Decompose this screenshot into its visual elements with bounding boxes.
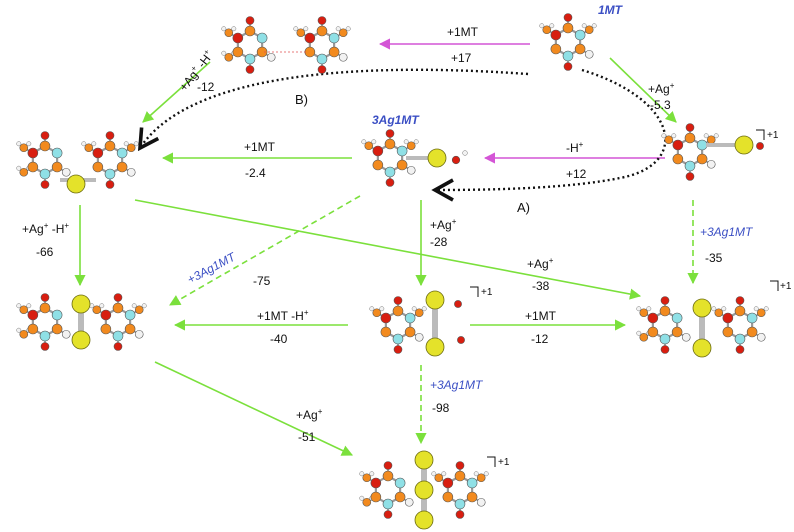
reagent-label: +1MT — [244, 140, 276, 154]
reagent-label: +3Ag1MT — [430, 378, 484, 392]
energy-label: +12 — [566, 167, 587, 181]
reagent-label: +Ag+ — [296, 407, 323, 422]
energy-label: +17 — [451, 51, 472, 65]
charge-bracket: +1 — [470, 286, 493, 298]
charge-markers: +1 +1 +1 +1 — [470, 129, 792, 468]
energy-label: -12 — [531, 332, 549, 346]
energy-label: -5.3 — [650, 98, 671, 112]
charge-bracket: +1 — [756, 129, 779, 141]
molecules — [16, 13, 769, 530]
species-label-1mt: 1MT — [598, 3, 624, 17]
molecule-mid-left — [16, 293, 147, 351]
reagent-label: +Ag+ — [648, 81, 675, 96]
energy-label: -38 — [532, 279, 550, 293]
molecule-dimer — [221, 16, 351, 74]
arrow-3ag-dashed-diagonal — [169, 195, 361, 306]
reagent-label: +Ag+ -H+ — [22, 221, 69, 236]
svg-text:+1: +1 — [498, 457, 510, 468]
molecule-ag-complex — [661, 123, 764, 181]
energy-label: -12 — [197, 80, 215, 94]
reagent-label: +1MT -H+ — [257, 308, 309, 323]
reagent-label: +Ag+ — [527, 256, 554, 271]
energy-label: -2.4 — [245, 166, 266, 180]
energy-label: -35 — [705, 251, 723, 265]
molecule-mid-right — [636, 296, 769, 358]
svg-text:+1: +1 — [481, 287, 493, 298]
arrow-long-diagonal — [134, 199, 642, 300]
reagent-label: +1MT — [525, 309, 557, 323]
arrow-1mt-to-ag-complex — [609, 57, 677, 123]
svg-text:+1: +1 — [767, 130, 779, 141]
path-label-b: B) — [295, 92, 308, 107]
arrow-left-to-bottom — [154, 361, 354, 456]
reagent-label: +1MT — [447, 25, 479, 39]
charge-bracket: +1 — [770, 280, 792, 292]
energy-label: -98 — [432, 401, 450, 415]
molecule-1mt — [539, 13, 597, 71]
svg-text:+1: +1 — [780, 281, 792, 292]
energy-label: -75 — [253, 274, 271, 288]
reagent-label: +Ag+ — [430, 217, 457, 232]
arrows — [74, 38, 699, 456]
energy-label: -66 — [36, 245, 54, 259]
molecule-bottom — [359, 450, 489, 530]
arrow-dimer-to-left-complex — [142, 61, 211, 123]
energy-label: -51 — [298, 430, 316, 444]
energy-label: -40 — [270, 332, 288, 346]
species-label-3ag1mt: 3Ag1MT — [372, 113, 420, 127]
molecule-3ag1mt — [361, 129, 468, 187]
charge-bracket: +1 — [487, 456, 510, 468]
reagent-label: +3Ag1MT — [700, 225, 754, 239]
reagent-label: -H+ — [566, 140, 584, 155]
dotted-path-a — [431, 68, 667, 202]
energy-label: -28 — [430, 235, 448, 249]
molecule-center — [369, 290, 465, 357]
molecule-left-complex — [16, 131, 139, 194]
dotted-path-b — [137, 68, 529, 152]
path-label-a: A) — [517, 200, 530, 215]
